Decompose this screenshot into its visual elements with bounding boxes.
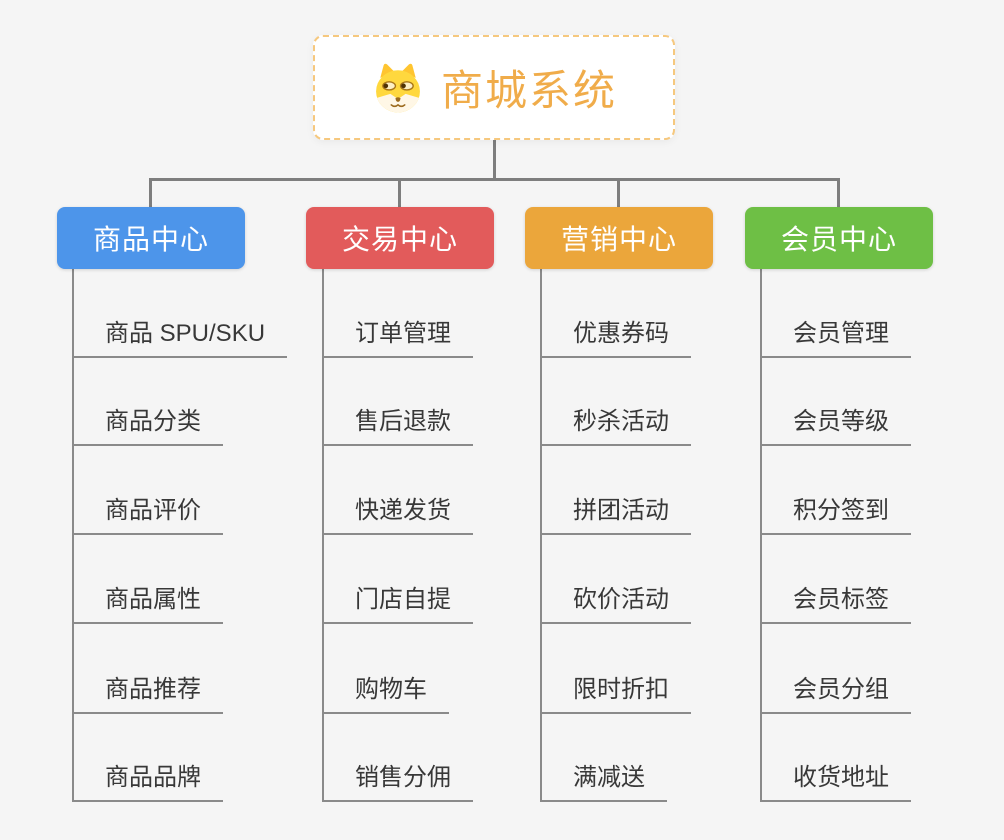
connector-stub bbox=[149, 178, 152, 209]
leaf-node[interactable]: 订单管理 bbox=[322, 322, 473, 358]
connector-stub bbox=[617, 178, 620, 209]
connector-horizontal-bar bbox=[149, 178, 840, 181]
leaf-node[interactable]: 拼团活动 bbox=[540, 499, 691, 535]
leaf-node[interactable]: 会员管理 bbox=[760, 322, 911, 358]
leaf-node[interactable]: 售后退款 bbox=[322, 410, 473, 446]
connector-stub bbox=[398, 178, 401, 209]
root-title: 商城系统 bbox=[440, 67, 617, 114]
connector-root-stem bbox=[493, 138, 496, 180]
leaf-node[interactable]: 砍价活动 bbox=[540, 588, 691, 624]
root-node[interactable]: 商城系统 bbox=[313, 35, 675, 140]
branch-node-product-center[interactable]: 商品中心 bbox=[57, 207, 245, 269]
leaf-node[interactable]: 销售分佣 bbox=[322, 766, 473, 802]
leaf-node[interactable]: 秒杀活动 bbox=[540, 410, 691, 446]
dog-icon bbox=[371, 62, 425, 114]
leaf-node[interactable]: 快递发货 bbox=[322, 499, 473, 535]
leaf-node[interactable]: 商品属性 bbox=[72, 588, 223, 624]
leaf-node[interactable]: 门店自提 bbox=[322, 588, 473, 624]
leaf-node[interactable]: 会员分组 bbox=[760, 678, 911, 714]
leaf-node[interactable]: 购物车 bbox=[322, 678, 449, 714]
leaf-node[interactable]: 会员标签 bbox=[760, 588, 911, 624]
leaf-node[interactable]: 商品 SPU/SKU bbox=[72, 322, 288, 358]
branch-node-marketing-center[interactable]: 营销中心 bbox=[525, 207, 713, 269]
leaf-node[interactable]: 优惠券码 bbox=[540, 322, 691, 358]
branch-node-member-center[interactable]: 会员中心 bbox=[745, 207, 933, 269]
leaf-node[interactable]: 满减送 bbox=[540, 766, 667, 802]
leaf-node[interactable]: 会员等级 bbox=[760, 410, 911, 446]
leaf-node[interactable]: 商品推荐 bbox=[72, 678, 223, 714]
leaf-node[interactable]: 限时折扣 bbox=[540, 678, 691, 714]
leaf-node[interactable]: 商品评价 bbox=[72, 499, 223, 535]
leaf-node[interactable]: 商品分类 bbox=[72, 410, 223, 446]
branch-node-trade-center[interactable]: 交易中心 bbox=[306, 207, 494, 269]
leaf-node[interactable]: 积分签到 bbox=[760, 499, 911, 535]
connector-stub bbox=[837, 178, 840, 209]
leaf-node[interactable]: 商品品牌 bbox=[72, 766, 223, 802]
leaf-node[interactable]: 收货地址 bbox=[760, 766, 911, 802]
